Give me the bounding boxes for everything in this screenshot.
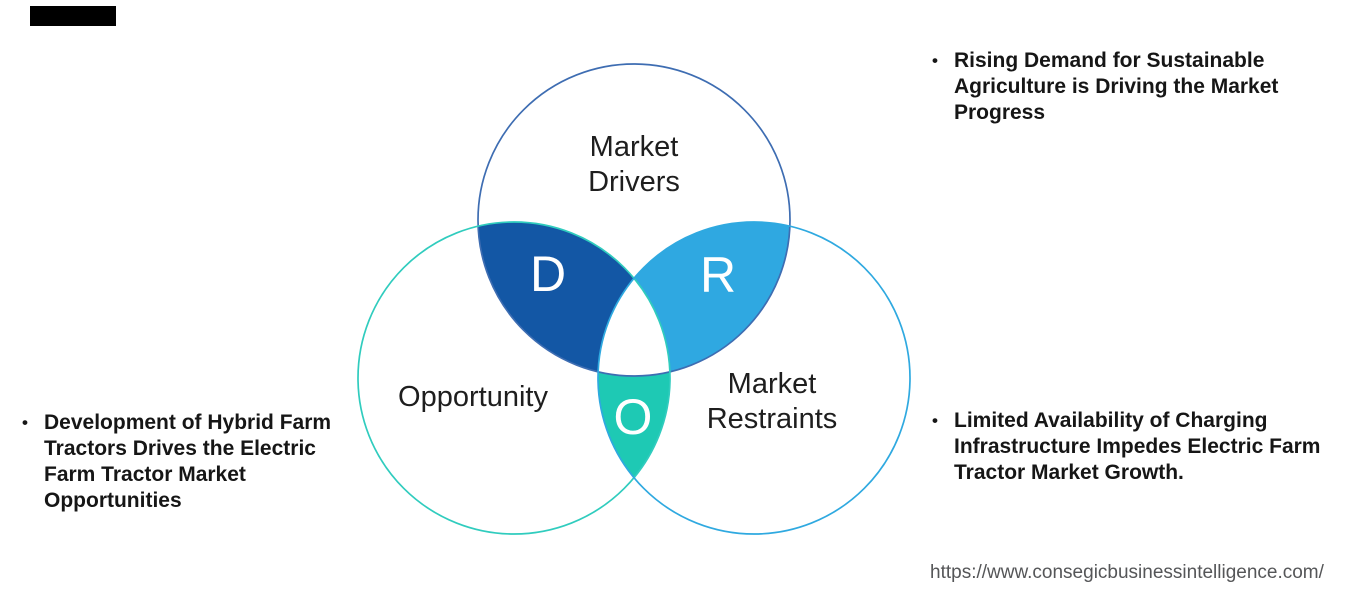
bullet-hybrid-tractors: • Development of Hybrid Farm Tractors Dr… (18, 410, 358, 514)
letter-o-opportunity: O (613, 389, 653, 445)
bullet-marker-icon: • (932, 51, 938, 70)
bullet-text-line: Development of Hybrid Farm (44, 411, 332, 434)
source-url[interactable]: https://www.consegicbusinessintelligence… (930, 562, 1324, 583)
label-line: Restraints (706, 403, 838, 435)
bullet-text-line: Farm Tractor Market (44, 463, 246, 486)
restraints-circle-outline (597, 221, 911, 535)
drivers-circle-label: Market Drivers (534, 130, 734, 200)
opportunity-circle-outline (357, 221, 671, 535)
bullet-text: Limited Availability of Charging Infrast… (954, 408, 1320, 486)
bullet-text-line: Tractor Market Growth. (954, 461, 1184, 484)
bullet-text-line: Limited Availability of Charging (954, 409, 1268, 432)
bullet-text: Rising Demand for Sustainable Agricultur… (954, 48, 1278, 126)
label-line: Opportunity (398, 381, 548, 413)
bullet-marker-icon: • (932, 411, 938, 430)
label-line: Drivers (588, 166, 680, 198)
bullet-text-line: Infrastructure Impedes Electric Farm (954, 435, 1321, 458)
letter-d-drivers: D (529, 246, 567, 302)
bullet-charging-infrastructure: • Limited Availability of Charging Infra… (928, 408, 1338, 486)
bullet-text-line: Progress (954, 101, 1046, 124)
bullet-text-line: Tractors Drives the Electric (44, 437, 316, 460)
bullet-text-line: Rising Demand for Sustainable (954, 49, 1265, 72)
bullet-text-line: Agriculture is Driving the Market (954, 75, 1279, 98)
restraints-circle-label: Market Restraints (660, 367, 884, 437)
opportunity-restraints-overlap-region (597, 372, 671, 478)
letter-r-restraints: R (699, 247, 737, 303)
label-line: Market (589, 131, 679, 163)
opportunity-circle-label: Opportunity (363, 380, 583, 415)
label-line: Market (727, 368, 817, 400)
bullet-rising-demand: • Rising Demand for Sustainable Agricult… (928, 48, 1328, 126)
bullet-text-line: Opportunities (44, 489, 182, 512)
bullet-text: Development of Hybrid Farm Tractors Driv… (44, 410, 331, 514)
drivers-circle-outline (477, 63, 791, 377)
drivers-opportunity-overlap-region (478, 221, 634, 372)
brand-bar (30, 6, 116, 26)
bullet-marker-icon: • (22, 413, 28, 432)
drivers-restraints-overlap-region (634, 221, 790, 372)
